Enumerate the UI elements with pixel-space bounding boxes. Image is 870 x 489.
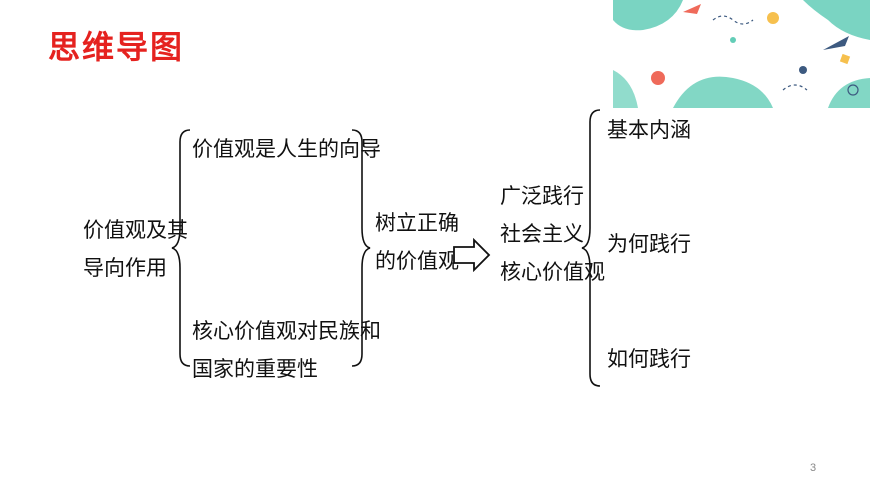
left-brace-open <box>171 129 191 367</box>
practice-line-3: 核心价值观 <box>500 260 605 284</box>
left-branch-2: 核心价值观对民族和 国家的重要性 <box>192 312 381 388</box>
middle-line-1: 树立正确 <box>375 211 459 235</box>
middle-line-2: 的价值观 <box>375 249 459 273</box>
practice-line-2: 社会主义 <box>500 222 584 246</box>
practice-node: 广泛践行 社会主义 核心价值观 <box>500 177 605 291</box>
page-title: 思维导图 <box>48 28 185 66</box>
hollow-right-arrow-icon <box>453 238 491 272</box>
left-branch-2-line-2: 国家的重要性 <box>192 357 318 381</box>
root-line-2: 导向作用 <box>83 256 167 280</box>
right-branch-2: 为何践行 <box>607 232 691 256</box>
decorative-illustration <box>613 0 870 108</box>
page-number: 3 <box>810 462 817 474</box>
left-branch-2-line-1: 核心价值观对民族和 <box>192 319 381 343</box>
left-branch-1-line-1: 价值观是人生的向导 <box>192 137 381 161</box>
left-branch-1: 价值观是人生的向导 <box>192 130 381 168</box>
right-brace-close <box>351 129 371 367</box>
right-brace-open <box>581 109 601 387</box>
practice-line-1: 广泛践行 <box>500 184 584 208</box>
root-line-1: 价值观及其 <box>83 218 188 242</box>
root-node: 价值观及其 导向作用 <box>83 211 188 287</box>
middle-node: 树立正确 的价值观 <box>375 204 459 280</box>
right-branch-1: 基本内涵 <box>607 118 691 142</box>
right-branch-3: 如何践行 <box>607 347 691 371</box>
